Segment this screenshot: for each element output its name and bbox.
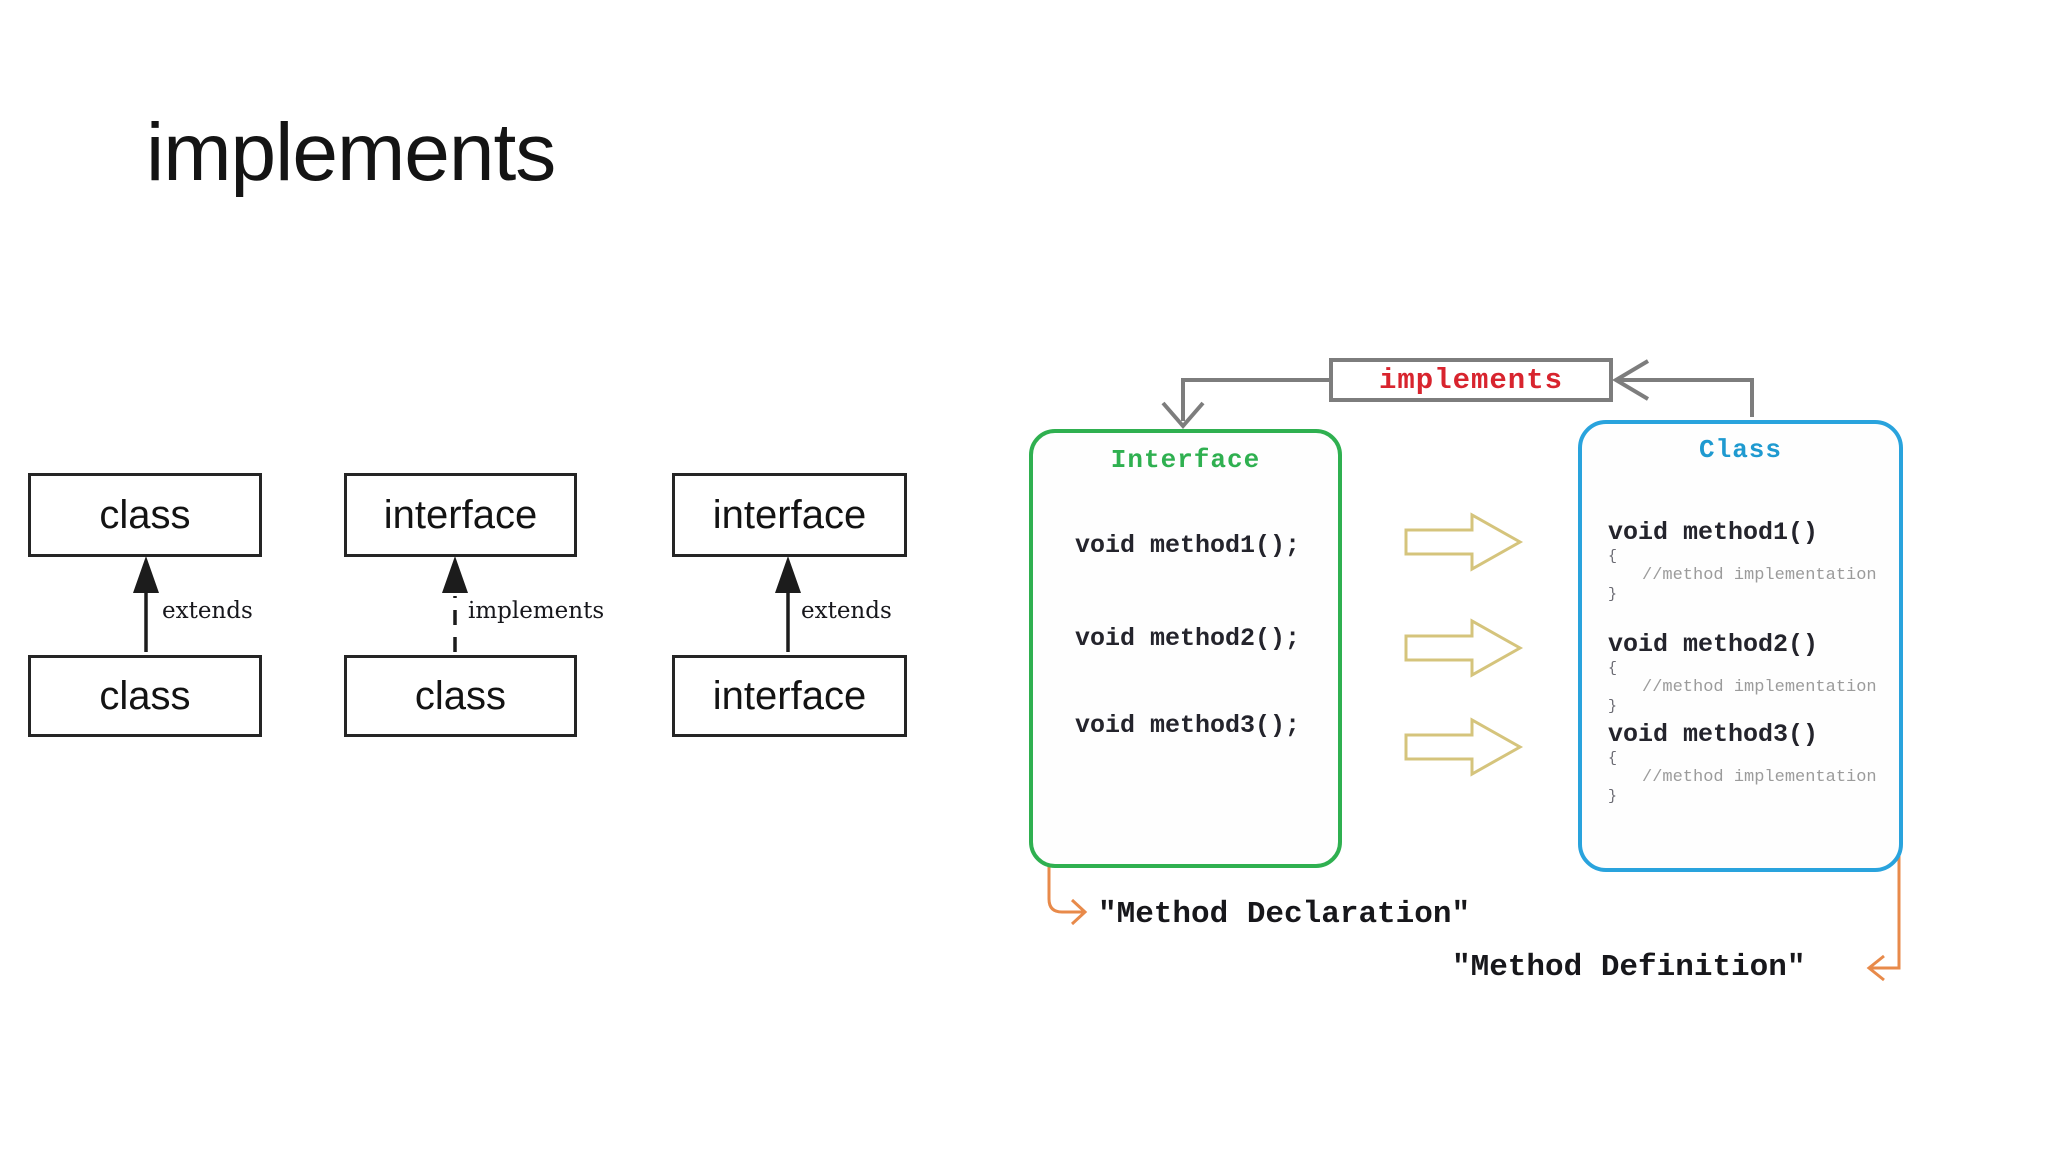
class-method-block-3: void method3() { //method implementation… — [1608, 720, 1908, 806]
close-brace: } — [1608, 698, 1618, 715]
page-title: implements — [146, 107, 556, 198]
uml3-top-box: interface — [672, 473, 907, 557]
uml3-bottom-box: interface — [672, 655, 907, 737]
implements-relation-label: implements — [1378, 363, 1564, 397]
uml2-bottom-box: class — [344, 655, 577, 737]
implements-to-interface-connector — [1161, 378, 1329, 430]
interface-method-2: void method2(); — [1075, 624, 1301, 653]
class-method-2-comment: //method implementation — [1642, 678, 1877, 697]
close-brace: } — [1608, 586, 1618, 603]
open-brace: { — [1608, 660, 1618, 677]
class-method-block-2: void method2() { //method implementation… — [1608, 630, 1908, 716]
class-method-2-signature: void method2() — [1608, 630, 1819, 659]
implements-relation-box: implements — [1329, 358, 1613, 402]
uml1-relation-label: extends — [162, 598, 253, 624]
interface-panel — [1029, 429, 1342, 868]
uml1-top-box: class — [28, 473, 262, 557]
uml2-relation-label: implements — [468, 598, 605, 624]
uml3-relation-label: extends — [801, 598, 892, 624]
uml1-bottom-box: class — [28, 655, 262, 737]
extends-arrow-1 — [133, 556, 159, 652]
uml2-bottom-label: class — [414, 673, 507, 718]
transform-arrow-icons — [1404, 512, 1524, 777]
class-panel-title: Class — [1698, 435, 1782, 465]
uml2-top-box: interface — [344, 473, 577, 557]
class-to-implements-connector — [1612, 359, 1754, 417]
uml1-bottom-label: class — [99, 673, 191, 718]
implements-arrow-icon — [442, 556, 468, 652]
method-definition-caption: "Method Definition" — [1452, 950, 1806, 985]
interface-panel-title: Interface — [1110, 445, 1261, 475]
uml1-top-label: class — [99, 492, 191, 537]
uml3-bottom-label: interface — [712, 673, 867, 718]
class-method-1-comment: //method implementation — [1642, 566, 1877, 585]
interface-method-1: void method1(); — [1075, 531, 1301, 560]
open-brace: { — [1608, 750, 1618, 767]
uml3-top-label: interface — [712, 492, 867, 537]
class-method-1-signature: void method1() — [1608, 518, 1819, 547]
class-method-3-signature: void method3() — [1608, 720, 1819, 749]
interface-method-3: void method3(); — [1075, 711, 1301, 740]
class-method-block-1: void method1() { //method implementation… — [1608, 518, 1908, 604]
class-panel — [1578, 420, 1903, 872]
class-method-3-comment: //method implementation — [1642, 768, 1877, 787]
close-brace: } — [1608, 788, 1618, 805]
extends-arrow-2 — [775, 556, 801, 652]
uml2-top-label: interface — [383, 492, 538, 537]
open-brace: { — [1608, 548, 1618, 565]
method-declaration-caption: "Method Declaration" — [1098, 897, 1471, 932]
